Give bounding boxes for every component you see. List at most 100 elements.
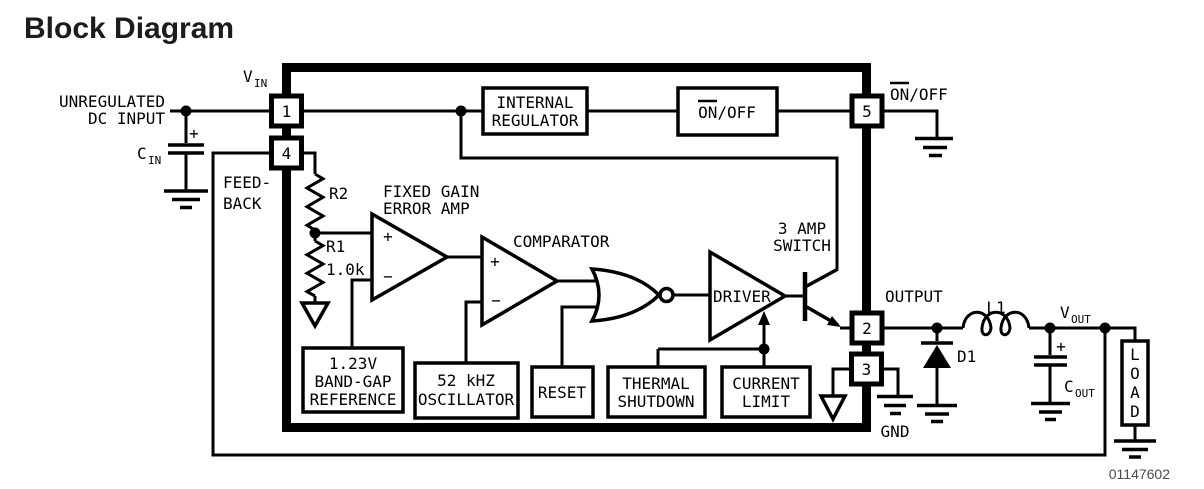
pin2-number: 2	[862, 319, 872, 338]
r1-value-label: 1.0k	[326, 260, 365, 279]
vin-to-switch-wire	[459, 111, 839, 269]
load-ground	[1114, 439, 1156, 459]
bandgap-label-line1: 1.23V	[329, 354, 378, 373]
pin3-internal-ground-wire	[831, 367, 853, 396]
bandgap-label-line3: REFERENCE	[310, 390, 397, 409]
r2-resistor	[304, 172, 326, 232]
gnd-label: GND	[881, 422, 910, 441]
d1-label: D1	[957, 347, 976, 366]
cin-plus-sign: +	[189, 124, 199, 143]
onoff-pin-ground-wire	[882, 109, 939, 137]
input-label-line1: UNREGULATED	[59, 92, 165, 111]
ground-icon	[915, 136, 953, 158]
ic-boundary	[282, 63, 871, 432]
thermal-label-line2: SHUTDOWN	[617, 392, 694, 411]
r1-zigzag	[303, 239, 327, 298]
input-label-line2: DC INPUT	[88, 109, 165, 128]
cout-label: C	[1064, 377, 1074, 396]
error-amp-minus: −	[383, 267, 393, 286]
cin-capacitor	[164, 143, 208, 210]
pin1-box	[269, 93, 304, 129]
current-limit-label-line2: LIMIT	[742, 392, 791, 411]
nor-gate	[588, 267, 675, 323]
driver-triangle	[708, 248, 789, 344]
error-amp-title-line1: FIXED GAIN	[383, 182, 479, 201]
ground-icon	[1114, 439, 1156, 459]
driver-label: DRIVER	[713, 287, 771, 306]
l1-label: L1	[986, 298, 1005, 317]
cin-label-sub: IN	[148, 154, 161, 167]
comparator-plus: +	[490, 252, 500, 271]
reset-label: RESET	[538, 383, 587, 402]
pin3-external-ground-wire	[880, 367, 900, 395]
cin-label: C	[137, 144, 147, 163]
comparator-triangle	[480, 233, 561, 329]
r1-label: R1	[326, 237, 345, 256]
comparator-title: COMPARATOR	[513, 232, 610, 251]
onoff-pin-label: ON/OFF	[890, 85, 948, 104]
internal-regulator-label-line2: REGULATOR	[492, 111, 579, 130]
cout-plus-sign: +	[1056, 337, 1066, 356]
cout-capacitor	[1031, 355, 1070, 422]
pin5-box	[849, 93, 885, 129]
vin-label-sub: IN	[254, 77, 267, 90]
r2-zigzag	[304, 172, 326, 232]
load-letter-l: L	[1130, 345, 1140, 364]
nor-gate-body	[588, 267, 662, 323]
oscillator-block	[413, 361, 520, 420]
pin4-to-r2-wire	[301, 151, 317, 174]
load-block	[1120, 339, 1150, 427]
oscillator-wire	[464, 300, 482, 363]
thermal-label-line1: THERMAL	[622, 374, 689, 393]
cout-plates	[1034, 355, 1067, 367]
switch-transistor	[802, 267, 852, 330]
emitter-arrowhead	[827, 316, 841, 327]
load-letter-a: A	[1130, 383, 1140, 402]
thermal-shutdown-block	[606, 365, 707, 419]
labels: UNREGULATED DC INPUT + C IN V IN FEED- B…	[59, 67, 1170, 482]
cout-junction-dot	[1044, 322, 1056, 334]
oscillator-label-line2: OSCILLATOR	[418, 390, 515, 409]
pin3-number: 3	[862, 360, 872, 379]
gnd-ground-icon	[877, 394, 913, 416]
input-junction-dot	[180, 105, 192, 117]
vin-junction-dot	[455, 105, 467, 117]
d1-diode	[917, 341, 957, 424]
load-letter-o: O	[1130, 364, 1140, 383]
cin-plates	[168, 143, 204, 155]
vout-label-sub: OUT	[1071, 313, 1091, 326]
feedback-wire	[211, 151, 1107, 457]
bandgap-wire	[350, 278, 372, 348]
protection-arrowhead	[758, 311, 770, 325]
transistor-collector	[804, 267, 839, 289]
current-limit-label-line1: CURRENT	[732, 374, 800, 393]
analog-ground-arrow-icon	[299, 301, 331, 330]
vin-label: V	[243, 67, 253, 86]
comparator-minus: −	[491, 291, 501, 310]
error-amp-plus: +	[383, 227, 393, 246]
junction-dots	[180, 105, 1111, 355]
cout-ground-icon	[1031, 401, 1070, 422]
cout-label-sub: OUT	[1075, 387, 1095, 400]
reset-wire	[560, 305, 600, 367]
current-limit-block	[720, 365, 812, 419]
pin5-number: 5	[862, 102, 872, 121]
feedback-label-line1: FEED-	[223, 173, 271, 192]
d1-ground-icon	[917, 403, 957, 424]
r1-resistor	[299, 239, 331, 330]
internal-regulator-block	[481, 86, 589, 136]
nor-gate-bubble	[658, 286, 675, 304]
onoff-block	[676, 86, 779, 137]
feedback-junction-dot	[1099, 322, 1111, 334]
protection-rail-wire	[656, 347, 766, 367]
reset-block	[530, 365, 595, 419]
diode-triangle	[923, 345, 951, 368]
output-wire	[882, 326, 1137, 341]
pin3-grounds	[818, 394, 913, 423]
internal-ground-arrow-icon	[818, 394, 848, 423]
d1-junction-dot	[931, 322, 943, 334]
pin4-box	[269, 135, 304, 171]
internal-regulator-label-line1: INTERNAL	[496, 93, 573, 112]
r2-label: R2	[329, 184, 348, 203]
